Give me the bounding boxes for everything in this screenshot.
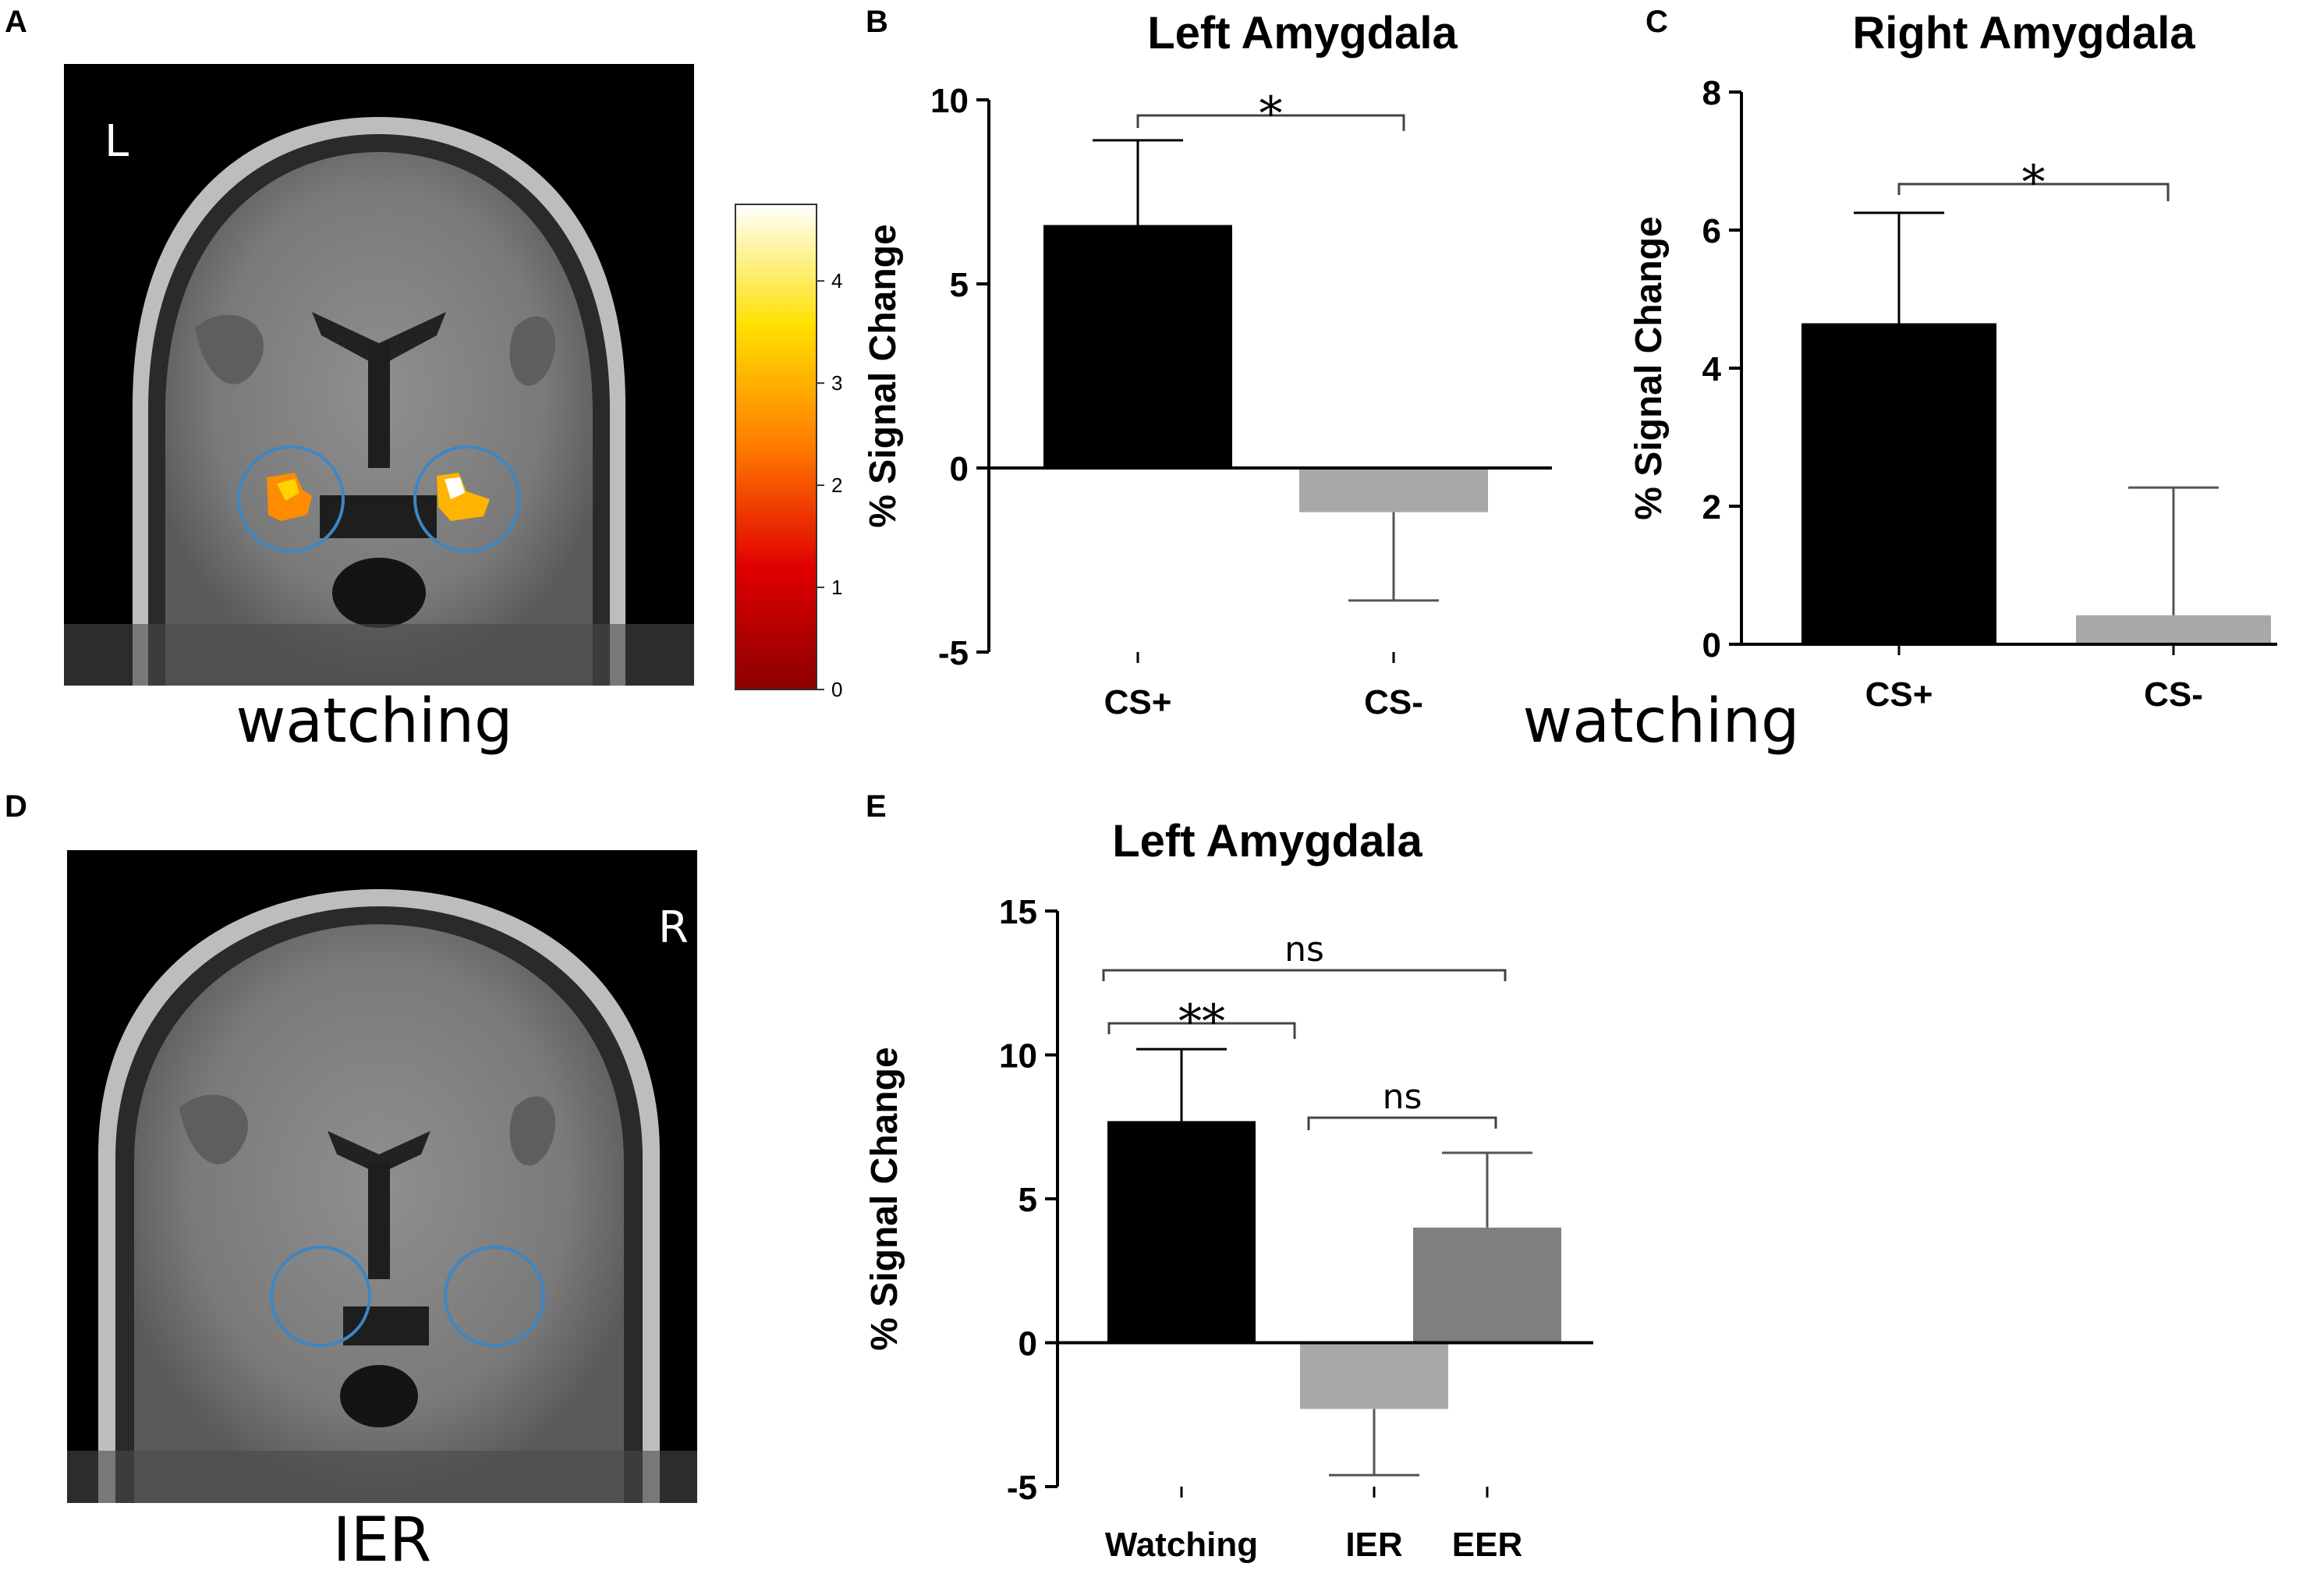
panel-letter-d: D: [5, 789, 27, 824]
colorbar-tick-label: 2: [831, 473, 842, 497]
significance-label: *: [2022, 155, 2046, 210]
y-tick-label: 5: [1019, 1181, 1037, 1219]
x-tick-label: Watching: [1105, 1526, 1258, 1564]
colorbar-tick-label: 0: [831, 678, 842, 701]
significance-label: **: [1178, 994, 1225, 1049]
y-axis-label: % Signal Change: [1628, 216, 1670, 519]
caption-c: watching: [1522, 686, 1800, 757]
y-tick-label: 6: [1702, 212, 1721, 250]
colorbar-tick-label: 3: [831, 371, 842, 395]
y-axis-label: % Signal Change: [863, 224, 904, 527]
brain-slice-d: [67, 850, 697, 1503]
panel-letter-b: B: [866, 5, 888, 39]
y-tick-label: 5: [950, 266, 969, 304]
brain-side-label-a: L: [105, 116, 129, 167]
bar: [1413, 1227, 1561, 1343]
y-tick-label: 15: [999, 893, 1037, 931]
y-tick-label: 0: [950, 450, 969, 488]
y-tick-label: -5: [1007, 1469, 1037, 1507]
brain-slice-a: [64, 64, 694, 686]
chart-title: Left Amygdala: [1112, 816, 1422, 867]
caption-d: IER: [332, 1505, 432, 1576]
y-tick-label: 10: [930, 82, 969, 120]
colorbar-tick-label: 1: [831, 576, 842, 599]
x-tick-label: EER: [1452, 1526, 1522, 1564]
y-tick-label: 4: [1702, 350, 1722, 388]
bar: [1801, 323, 1996, 644]
significance-label: *: [1259, 87, 1283, 141]
y-tick-label: 8: [1702, 74, 1721, 112]
x-tick-label: CS-: [2144, 675, 2203, 714]
y-tick-label: -5: [938, 634, 969, 672]
chart-c: Right Amygdala % Signal Change 0 2 4 6 8CS+ CS-…: [1628, 8, 2277, 714]
x-tick-label: CS-: [1364, 683, 1423, 721]
significance-bracket: [1107, 1022, 1296, 1039]
x-tick-label: IER: [1345, 1526, 1402, 1564]
brain-side-label-d: R: [658, 902, 689, 953]
significance-bracket: [1102, 969, 1507, 981]
bar: [1043, 225, 1232, 468]
significance-label: ns: [1284, 930, 1324, 970]
panel-letter-a: A: [5, 5, 27, 39]
colorbar: [735, 204, 817, 690]
panel-letter-e: E: [866, 789, 887, 824]
panel-letter-c: C: [1646, 5, 1668, 39]
chart-e: Left Amygdala % Signal Change -5 0 5 10 15Watc…: [864, 816, 1593, 1564]
chart-title: Right Amygdala: [1852, 8, 2195, 58]
significance-bracket: [1307, 1116, 1497, 1130]
bar: [1300, 1342, 1448, 1409]
significance-label: ns: [1383, 1077, 1422, 1117]
y-tick-label: 0: [1019, 1325, 1037, 1363]
bar: [1107, 1121, 1256, 1343]
x-tick-label: CS+: [1104, 683, 1172, 721]
bar: [1299, 468, 1488, 512]
y-axis-label: % Signal Change: [864, 1047, 905, 1350]
y-tick-label: 0: [1702, 626, 1721, 665]
significance-bracket: [1897, 183, 2170, 201]
colorbar-ticks: 0 1 2 3 4: [817, 269, 842, 701]
significance-bracket: [1136, 114, 1405, 131]
x-tick-label: CS+: [1865, 675, 1933, 714]
colorbar-tick-label: 4: [831, 269, 842, 292]
bar: [2076, 615, 2271, 644]
y-tick-label: 10: [999, 1037, 1037, 1076]
chart-title: Left Amygdala: [1147, 8, 1458, 58]
caption-a: watching: [236, 686, 513, 757]
y-tick-label: 2: [1702, 488, 1721, 526]
